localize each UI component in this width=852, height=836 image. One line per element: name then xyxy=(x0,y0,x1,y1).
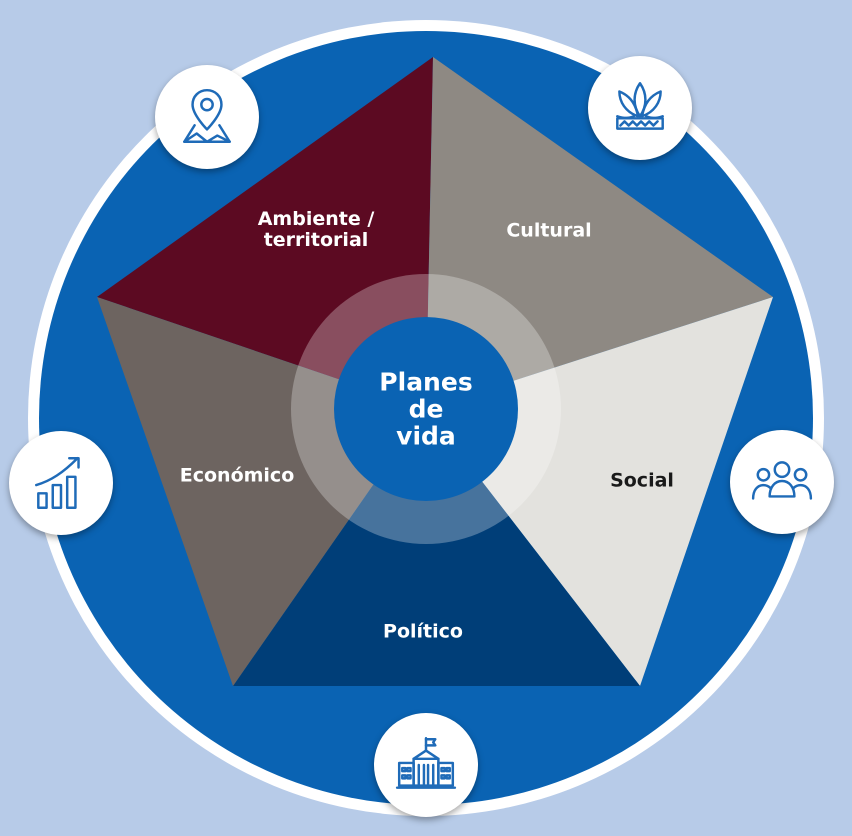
plant-icon xyxy=(588,56,692,160)
map-pin-icon xyxy=(155,65,259,169)
segment-label-economico: Económico xyxy=(179,464,295,487)
center-disc xyxy=(334,317,518,501)
people-group-icon xyxy=(730,430,834,534)
segment-label-ambiente: Ambiente / territorial xyxy=(257,208,375,251)
segment-ambiente xyxy=(97,57,433,409)
segment-label-cultural: Cultural xyxy=(506,219,592,242)
government-building-icon xyxy=(374,713,478,817)
segment-politico xyxy=(233,409,640,686)
center-title: Planes de vida xyxy=(379,367,473,451)
segment-label-politico: Político xyxy=(383,620,463,643)
growth-chart-icon xyxy=(9,431,113,535)
segment-cultural xyxy=(426,57,773,409)
segment-label-social: Social xyxy=(610,469,674,492)
